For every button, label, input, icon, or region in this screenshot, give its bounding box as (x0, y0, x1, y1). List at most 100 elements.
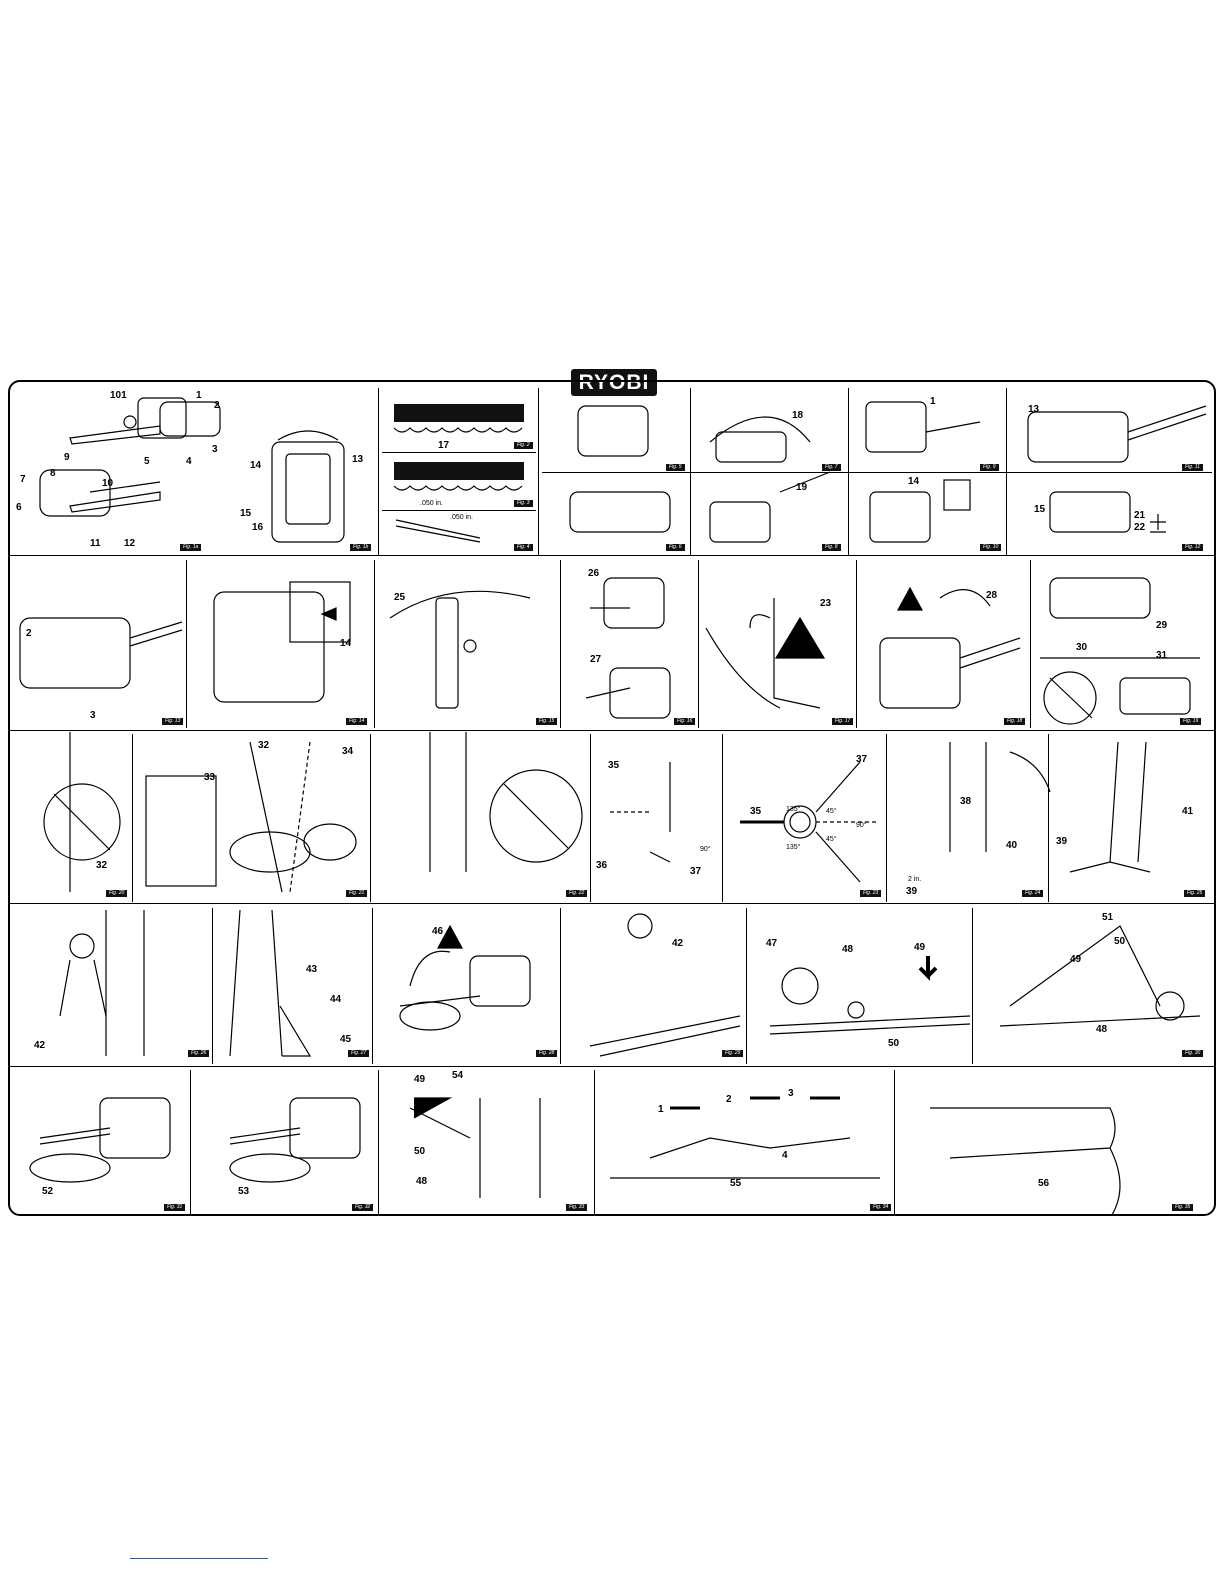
callout-32: 32 (258, 740, 270, 751)
fig-label: Fig. 17 (832, 718, 854, 725)
fig-label: Fig. 23 (860, 890, 882, 897)
callout-41: 41 (1182, 806, 1194, 817)
callout-50: 50 (414, 1146, 426, 1157)
fig-label: Fig. 32 (352, 1204, 374, 1211)
callout-10: 10 (102, 478, 114, 489)
fig-label: Fig. 34 (870, 1204, 892, 1211)
col-divider (560, 908, 561, 1064)
row-divider (10, 730, 1214, 731)
fig-label: Fig. 26 (188, 1050, 210, 1057)
callout-27: 27 (590, 654, 602, 665)
fig-label: Fig. 33 (566, 1204, 588, 1211)
callout-3: 3 (90, 710, 96, 721)
col-divider (894, 1070, 895, 1214)
callout-42: 42 (34, 1040, 46, 1051)
col-divider (560, 560, 561, 728)
fig-label: Fig. 8 (822, 544, 841, 551)
callout-53: 53 (238, 1186, 250, 1197)
callout-3: 3 (212, 444, 218, 455)
col-divider (212, 908, 213, 1064)
fig-label: Fig. 27 (348, 1050, 370, 1057)
callout-3: 3 (788, 1088, 794, 1099)
row4-illustrations (59, 909, 1201, 1057)
callout-26: 26 (588, 568, 600, 579)
callout-44: 44 (330, 994, 342, 1005)
row3-illustrations (43, 732, 1151, 893)
fig-label: Fig. 21 (346, 890, 368, 897)
callout-48: 48 (1096, 1024, 1108, 1035)
callout-42: 42 (672, 938, 684, 949)
fig-label: Fig. 31 (164, 1204, 186, 1211)
fig-label: Fig. 19 (1180, 718, 1202, 725)
callout-46: 46 (432, 926, 444, 937)
fig-label: Fig. 28 (536, 1050, 558, 1057)
angle-135: 135° (786, 844, 801, 851)
callout-49: 49 (1070, 954, 1082, 965)
row1-illustrations (39, 397, 1207, 543)
col-divider (190, 1070, 191, 1214)
col-divider (886, 734, 887, 902)
callout-21: 21 (1134, 510, 1146, 521)
callout-28: 28 (986, 590, 998, 601)
fig-label: Fig. 18 (1004, 718, 1026, 725)
col-divider (972, 908, 973, 1064)
col-divider (848, 388, 849, 555)
callout-4: 4 (782, 1150, 788, 1161)
col-divider (374, 560, 375, 728)
callout-52: 52 (42, 1186, 54, 1197)
callout-9: 9 (64, 452, 70, 463)
callout-4: 4 (186, 456, 192, 467)
fig-label: Fig. 10 (980, 544, 1002, 551)
col-divider (372, 908, 373, 1064)
callout-8: 8 (50, 468, 56, 479)
callout-25: 25 (394, 592, 406, 603)
callout-51: 51 (1102, 912, 1114, 923)
callout-17: 17 (438, 440, 450, 451)
callout-1: 1 (930, 396, 936, 407)
callout-34: 34 (342, 746, 354, 757)
col-divider (722, 734, 723, 902)
chainsaw-drawing (39, 397, 221, 517)
col-divider (1030, 560, 1031, 728)
illustration-sheet: 101 1 2 9 8 7 6 10 5 4 3 11 12 Fig. 1a 1… (8, 380, 1216, 1216)
callout-101: 101 (110, 390, 127, 401)
fig-label: Fig. 3 (514, 500, 533, 507)
measure-050: .050 in. (420, 500, 443, 507)
callout-2: 2 (214, 400, 220, 411)
callout-29: 29 (1156, 620, 1168, 631)
row5-illustrations (29, 1096, 1121, 1216)
fig-label: Fig. 22 (566, 890, 588, 897)
chainsaw-rear-drawing (271, 430, 345, 543)
callout-49: 49 (414, 1074, 426, 1085)
callout-14: 14 (340, 638, 352, 649)
callout-6: 6 (16, 502, 22, 513)
callout-16: 16 (252, 522, 264, 533)
fig-label: Fig. 12 (1182, 544, 1204, 551)
callout-43: 43 (306, 964, 318, 975)
callout-15: 15 (1034, 504, 1046, 515)
callout-2: 2 (26, 628, 32, 639)
callout-14: 14 (908, 476, 920, 487)
col-divider (690, 388, 691, 555)
col-divider (698, 560, 699, 728)
callout-31: 31 (1156, 650, 1168, 661)
row-divider (10, 555, 1214, 556)
callout-32: 32 (96, 860, 108, 871)
fig-label: Fig. 14 (346, 718, 368, 725)
callout-33: 33 (204, 772, 216, 783)
footer-link-underline (130, 1558, 268, 1559)
callout-12: 12 (124, 538, 136, 549)
col-divider (370, 734, 371, 902)
measure-050: .050 in. (450, 514, 473, 521)
callout-19: 19 (796, 482, 808, 493)
col-divider (1006, 388, 1007, 555)
fig-label: Fig. 24 (1022, 890, 1044, 897)
callout-48: 48 (842, 944, 854, 955)
callout-23: 23 (820, 598, 832, 609)
col-divider (378, 388, 379, 555)
callout-50: 50 (888, 1038, 900, 1049)
callout-54: 54 (452, 1070, 464, 1081)
callout-55: 55 (730, 1178, 742, 1189)
callout-47: 47 (766, 938, 778, 949)
callout-7: 7 (20, 474, 26, 485)
